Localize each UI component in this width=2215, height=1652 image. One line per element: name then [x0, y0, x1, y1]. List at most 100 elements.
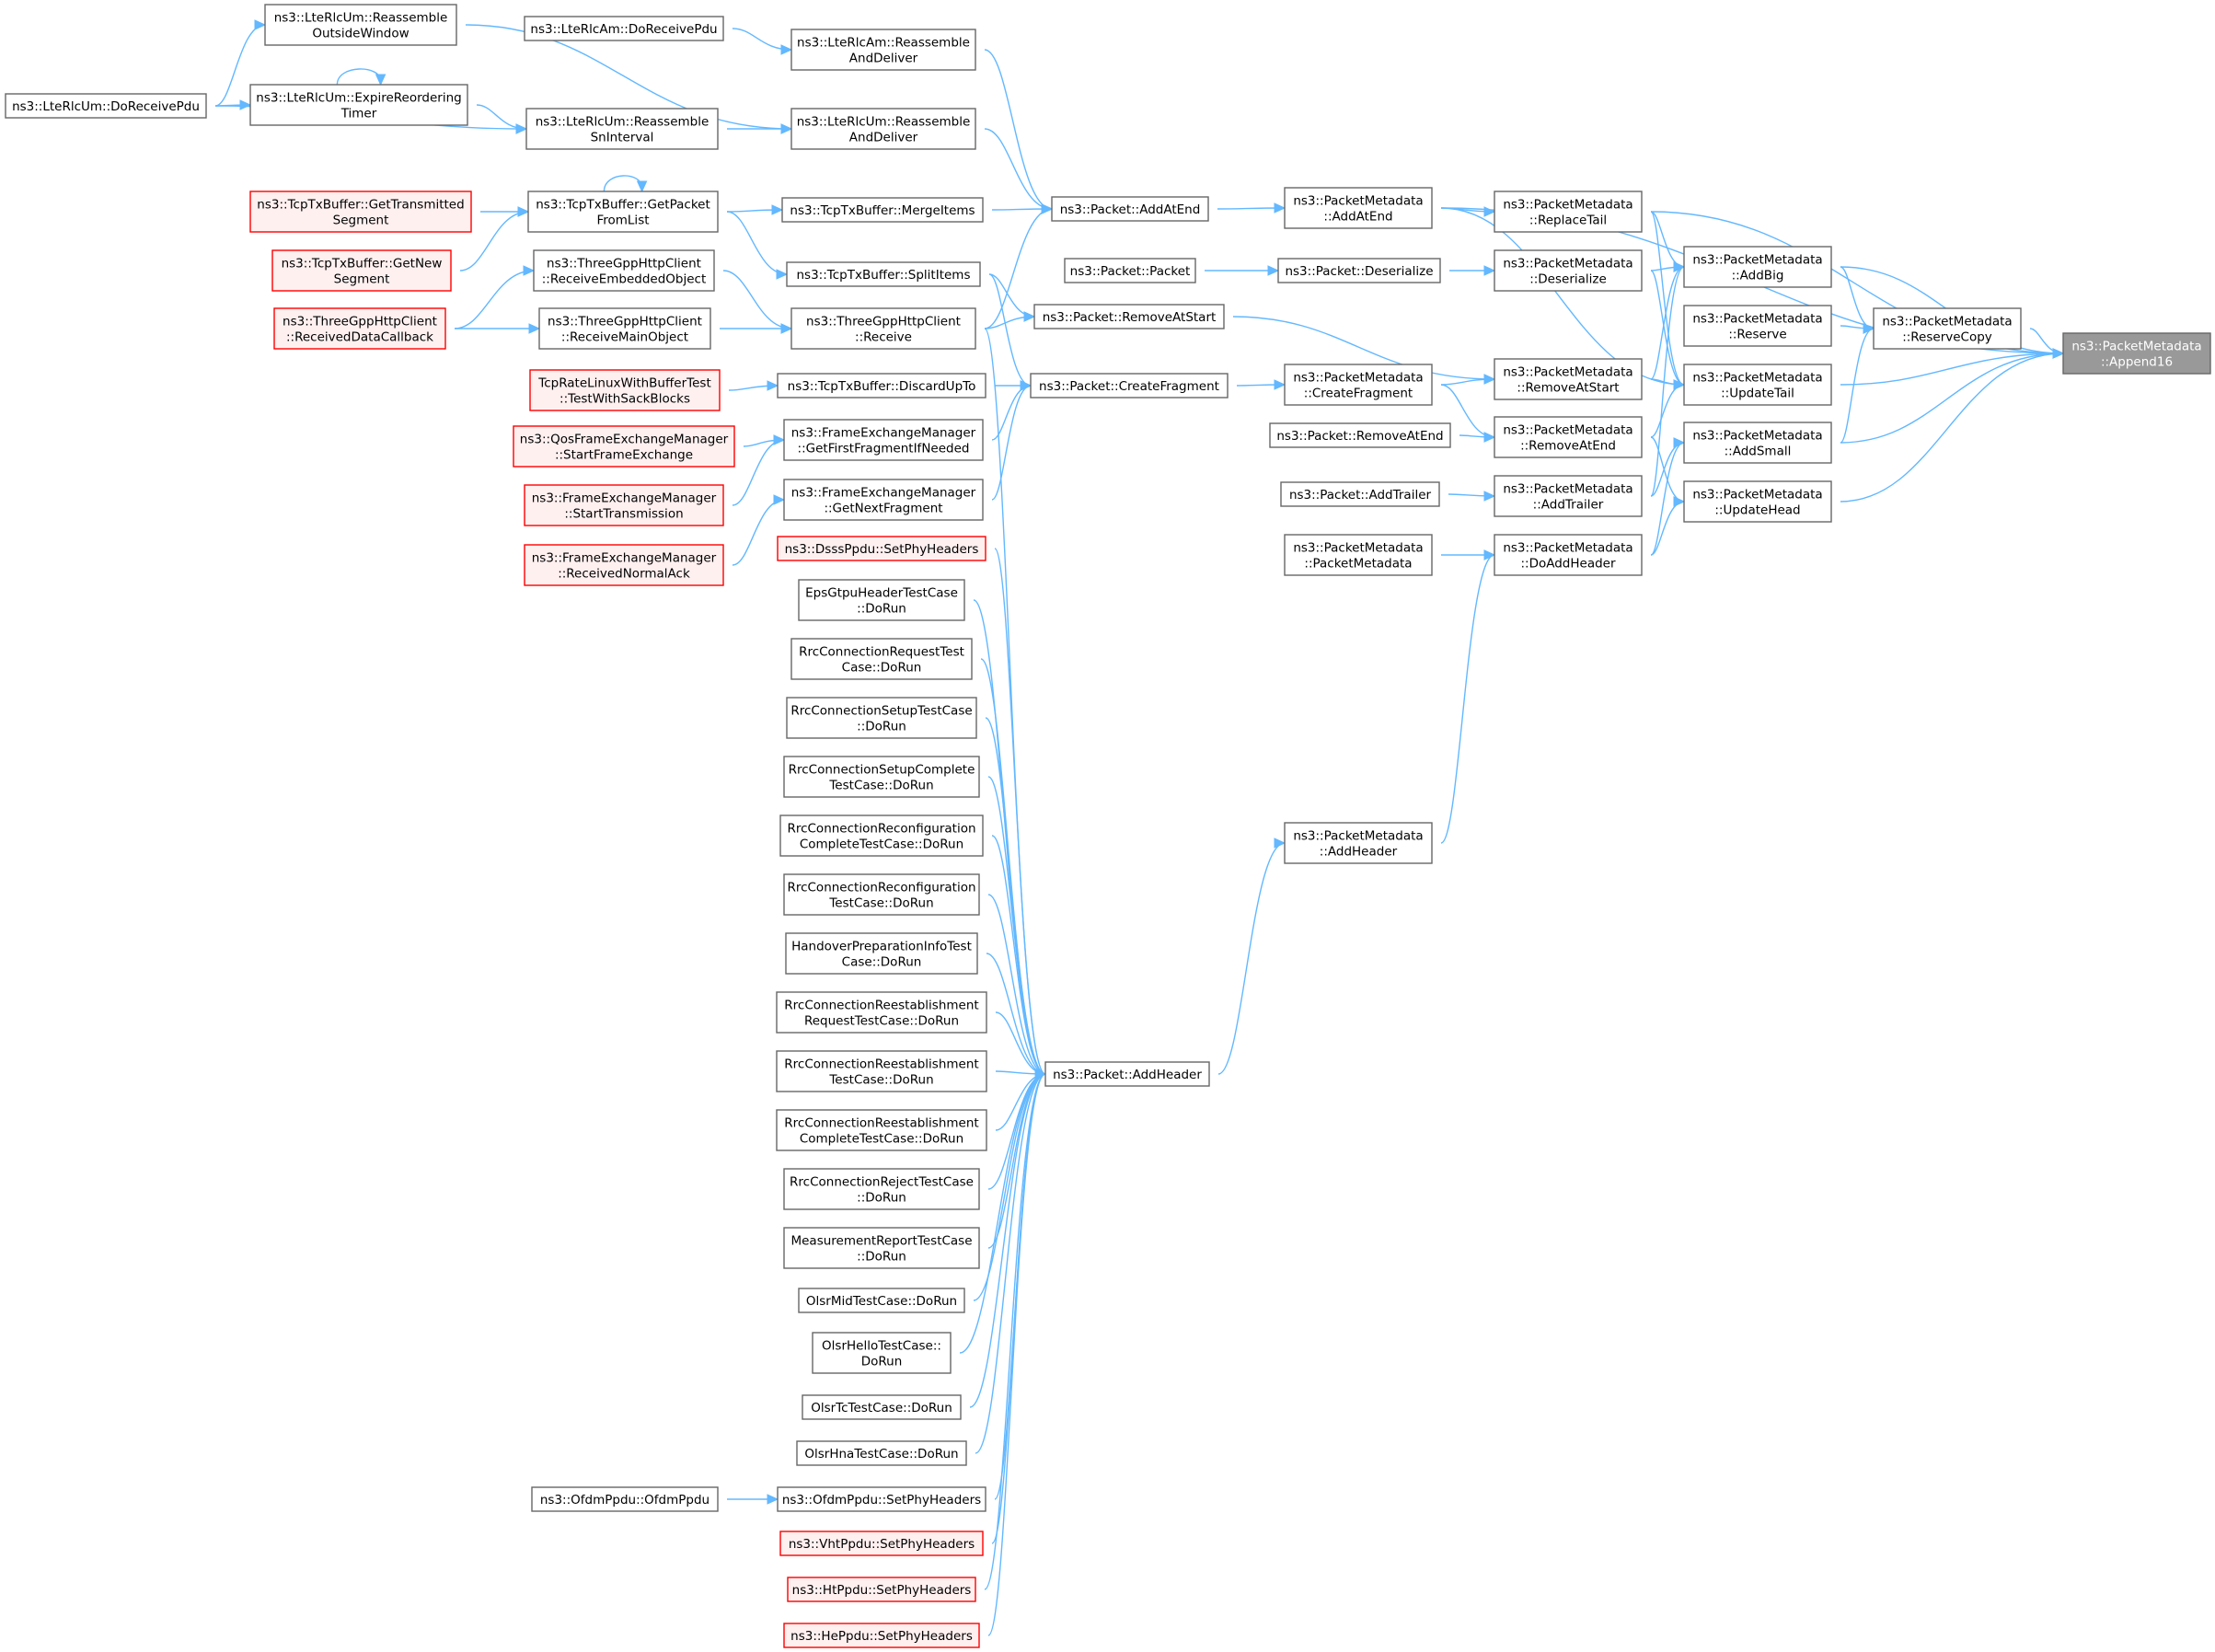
node-pmAddHeader[interactable]: ns3::PacketMetadata::AddHeader [1284, 822, 1433, 864]
node-ofdmSet[interactable]: ns3::OfdmPpdu::SetPhyHeaders [777, 1486, 986, 1512]
node-pmCtor[interactable]: ns3::PacketMetadata::PacketMetadata [1284, 534, 1433, 576]
node-reserveCopy[interactable]: ns3::PacketMetadata::ReserveCopy [1873, 307, 2022, 350]
node-label-line: ::Reserve [1728, 328, 1786, 342]
node-recvMain[interactable]: ns3::ThreeGppHttpClient::ReceiveMainObje… [538, 307, 711, 350]
node-reserve[interactable]: ns3::PacketMetadata::Reserve [1683, 305, 1832, 347]
node-rrcReest[interactable]: RrcConnectionReestablishmentTestCase::Do… [776, 1050, 987, 1092]
node-updateTail[interactable]: ns3::PacketMetadata::UpdateTail [1683, 364, 1832, 406]
node-root[interactable]: ns3::PacketMetadata::Append16 [2062, 332, 2211, 375]
node-pRemoveAtEnd[interactable]: ns3::Packet::RemoveAtEnd [1269, 422, 1451, 448]
arrow-head [375, 74, 386, 87]
node-label-line: ns3::PacketMetadata [1882, 315, 2012, 329]
node-addTrailer[interactable]: ns3::PacketMetadata::AddTrailer [1494, 475, 1643, 517]
node-pmAddAtEnd[interactable]: ns3::PacketMetadata::AddAtEnd [1284, 187, 1433, 229]
node-rrcSetup[interactable]: RrcConnectionSetupTestCase::DoRun [786, 697, 977, 739]
node-pAddHeader[interactable]: ns3::Packet::AddHeader [1044, 1061, 1210, 1087]
node-amDoReceive[interactable]: ns3::LteRlcAm::DoReceivePdu [524, 16, 724, 41]
node-label-line: ::GetNextFragment [824, 502, 942, 516]
node-pmCreateFragment[interactable]: ns3::PacketMetadata::CreateFragment [1284, 364, 1433, 406]
node-removeAtStart[interactable]: ns3::PacketMetadata::RemoveAtStart [1494, 358, 1643, 400]
node-label-line: Segment [334, 272, 390, 287]
node-box [1494, 416, 1643, 458]
node-getNextFrag[interactable]: ns3::FrameExchangeManager::GetNextFragme… [783, 479, 984, 521]
node-rrcReconfC[interactable]: RrcConnectionReconfigurationCompleteTest… [779, 814, 984, 857]
node-addBig[interactable]: ns3::PacketMetadata::AddBig [1683, 246, 1832, 288]
node-olsrHello[interactable]: OlsrHelloTestCase::DoRun [812, 1332, 952, 1374]
edge-replaceTail-updateTail [1650, 211, 1686, 390]
node-rrcSetupC[interactable]: RrcConnectionSetupCompleteTestCase::DoRu… [783, 756, 980, 798]
node-label-line: Timer [340, 107, 377, 121]
node-rrcReestReq[interactable]: RrcConnectionReestablishmentRequestTestC… [776, 991, 987, 1034]
node-label-line: Case::DoRun [842, 661, 922, 676]
node-tcpRate[interactable]: TcpRateLinuxWithBufferTest::TestWithSack… [529, 369, 721, 411]
node-addSmall[interactable]: ns3::PacketMetadata::AddSmall [1683, 422, 1832, 464]
edge-ofdmCtor-ofdmSet [727, 1494, 779, 1505]
node-label-line: OlsrHnaTestCase::DoRun [804, 1447, 958, 1461]
node-updateHead[interactable]: ns3::PacketMetadata::UpdateHead [1683, 480, 1832, 523]
arrow-head [239, 99, 252, 110]
node-eps[interactable]: EpsGtpuHeaderTestCase::DoRun [798, 579, 965, 621]
node-olsrHna[interactable]: OlsrHnaTestCase::DoRun [796, 1440, 967, 1466]
node-measRep[interactable]: MeasurementReportTestCase::DoRun [783, 1227, 980, 1269]
node-femRecvAck[interactable]: ns3::FrameExchangeManager::ReceivedNorma… [524, 544, 724, 586]
node-doAddHeader[interactable]: ns3::PacketMetadata::DoAddHeader [1494, 534, 1643, 576]
node-pRemoveAtStart[interactable]: ns3::Packet::RemoveAtStart [1033, 304, 1225, 329]
node-olsrMid[interactable]: OlsrMidTestCase::DoRun [798, 1288, 965, 1313]
edge-line [1217, 842, 1286, 1075]
node-pAddTrailer[interactable]: ns3::Packet::AddTrailer [1280, 481, 1440, 507]
node-discardUpTo[interactable]: ns3::TcpTxBuffer::DiscardUpTo [777, 373, 986, 399]
node-olsrTc[interactable]: OlsrTcTestCase::DoRun [802, 1394, 962, 1420]
node-label-line: ns3::LteRlcUm::DoReceivePdu [12, 99, 200, 114]
edge-line [959, 1073, 1046, 1354]
edge-recvDataCb-recvEmbedded [454, 265, 536, 329]
node-label-line: ns3::PacketMetadata [1692, 253, 1822, 268]
node-heSet[interactable]: ns3::HePpdu::SetPhyHeaders [783, 1623, 980, 1648]
node-recvEmbedded[interactable]: ns3::ThreeGppHttpClient::ReceiveEmbedded… [533, 249, 715, 292]
node-box [1277, 258, 1441, 283]
node-label-line: RrcConnectionRequestTest [799, 645, 964, 660]
node-vhtSet[interactable]: ns3::VhtPpdu::SetPhyHeaders [779, 1531, 984, 1556]
node-box [783, 756, 980, 798]
edge-amReassemble-pAddAtEnd [984, 49, 1054, 214]
node-mergeItems[interactable]: ns3::TcpTxBuffer::MergeItems [781, 197, 984, 223]
node-rrcReject[interactable]: RrcConnectionRejectTestCase::DoRun [783, 1168, 980, 1210]
node-httpReceive[interactable]: ns3::ThreeGppHttpClient::Receive [790, 307, 976, 350]
node-pAddAtEnd[interactable]: ns3::Packet::AddAtEnd [1051, 196, 1209, 222]
node-ofdmCtor[interactable]: ns3::OfdmPpdu::OfdmPpdu [531, 1486, 719, 1512]
node-dsssSet[interactable]: ns3::DsssPpdu::SetPhyHeaders [777, 536, 986, 561]
node-label-line: ::ReserveCopy [1902, 330, 1992, 345]
node-pDeserialize[interactable]: ns3::Packet::Deserialize [1277, 258, 1441, 283]
node-label-line: ::AddHeader [1320, 845, 1398, 860]
function-nodes: ns3::PacketMetadata::Append16ns3::Packet… [5, 4, 2211, 1648]
node-label-line: ::DoRun [857, 1250, 906, 1265]
edge-self-getPacketFromList [603, 175, 648, 193]
node-rrcReestC[interactable]: RrcConnectionReestablishmentCompleteTest… [776, 1109, 987, 1151]
node-pCreateFragment[interactable]: ns3::Packet::CreateFragment [1030, 373, 1229, 399]
node-recvDataCb[interactable]: ns3::ThreeGppHttpClient::ReceivedDataCal… [273, 307, 446, 350]
node-removeAtEnd[interactable]: ns3::PacketMetadata::RemoveAtEnd [1494, 416, 1643, 458]
node-box [2062, 332, 2211, 375]
node-pmDeserialize[interactable]: ns3::PacketMetadata::Deserialize [1494, 249, 1643, 292]
node-htSet[interactable]: ns3::HtPpdu::SetPhyHeaders [787, 1577, 976, 1602]
node-splitItems[interactable]: ns3::TcpTxBuffer::SplitItems [786, 261, 981, 287]
node-getFirstFrag[interactable]: ns3::FrameExchangeManager::GetFirstFragm… [783, 419, 984, 461]
node-rrcReconf[interactable]: RrcConnectionReconfigurationTestCase::Do… [783, 873, 980, 916]
node-label-line: ::DoRun [857, 602, 906, 617]
edge-line [984, 128, 1053, 210]
node-pCtor[interactable]: ns3::Packet::Packet [1064, 258, 1196, 283]
edge-femStartTx-getFirstFrag [732, 434, 786, 506]
node-qosStart[interactable]: ns3::QosFrameExchangeManager::StartFrame… [513, 425, 735, 468]
node-femStartTx[interactable]: ns3::FrameExchangeManager::StartTransmis… [524, 484, 724, 526]
node-replaceTail[interactable]: ns3::PacketMetadata::ReplaceTail [1494, 191, 1643, 233]
node-umDoReceive[interactable]: ns3::LteRlcUm::DoReceivePdu [5, 93, 207, 119]
